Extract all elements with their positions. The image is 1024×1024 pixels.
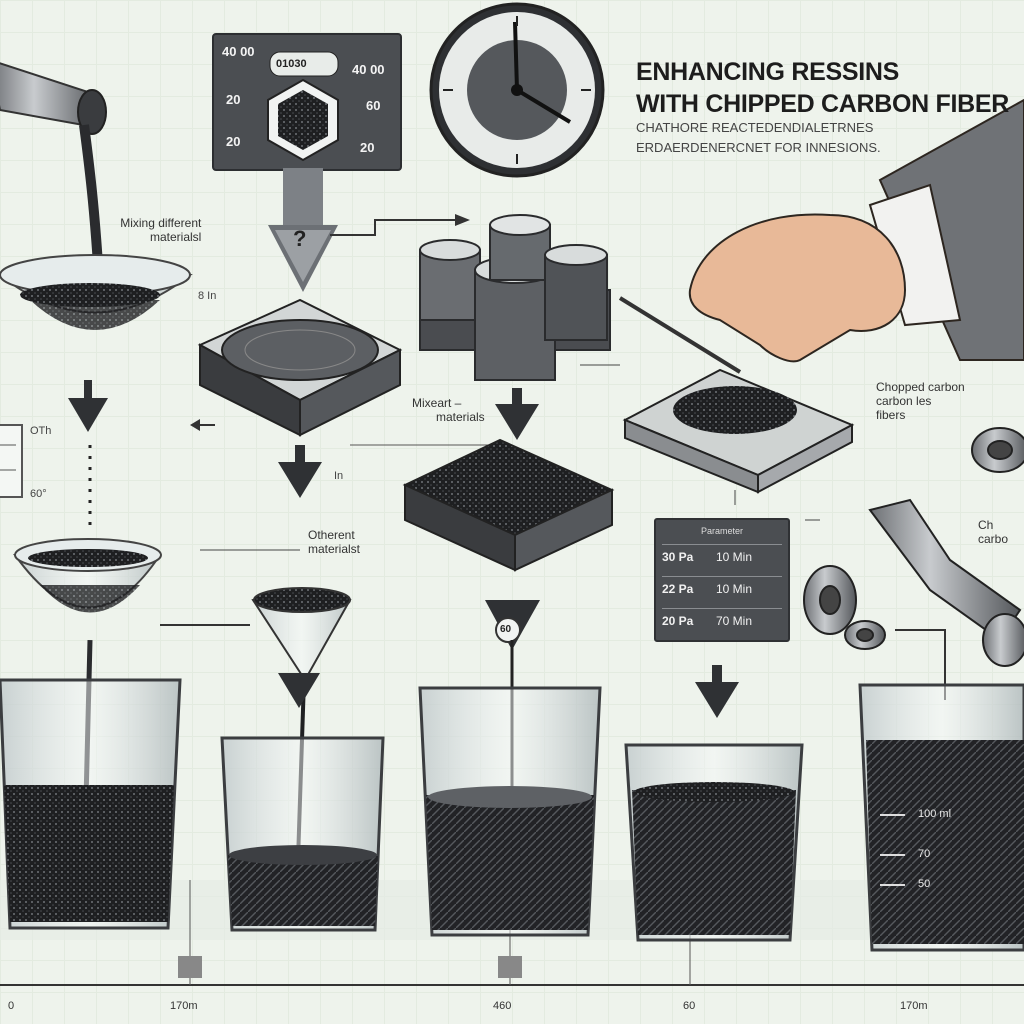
axis-tick-label: 170m bbox=[900, 1000, 928, 1012]
beaker-3 bbox=[418, 686, 602, 937]
hand-illustration bbox=[688, 98, 1024, 363]
display-top-left: 40 00 bbox=[222, 44, 255, 59]
mold-stack bbox=[419, 214, 611, 381]
beaker-mark-2: 70 bbox=[918, 848, 931, 860]
mixed-material-slab bbox=[402, 438, 615, 572]
results-table: Parameter 30 Pa 10 Min 22 Pa 10 Min 20 P… bbox=[654, 518, 790, 642]
chopped-label: Chopped carbon carbon les fibers bbox=[876, 380, 965, 422]
flow-arrow bbox=[278, 388, 739, 718]
drip-marker: 60 bbox=[500, 624, 512, 635]
bowl-label: 8 In bbox=[198, 290, 217, 302]
gauge-degree: 60° bbox=[30, 488, 47, 500]
table-row: 20 Pa 70 Min bbox=[662, 608, 782, 635]
question-mark: ? bbox=[293, 226, 307, 251]
table-row: 30 Pa 10 Min bbox=[662, 544, 782, 571]
ch-label: Ch carbo bbox=[978, 518, 1009, 546]
axis-tick-label: 170m bbox=[170, 1000, 198, 1012]
page-title: ENHANCING RESSINS WITH CHIPPED CARBON FI… bbox=[636, 58, 1010, 118]
display-bot-left: 20 bbox=[226, 134, 241, 149]
display-mid-left: 20 bbox=[226, 92, 241, 107]
beaker-mark-3: 50 bbox=[918, 878, 931, 890]
funnel-bowl bbox=[13, 538, 162, 801]
beaker-mark-1: 100 ml bbox=[918, 808, 952, 820]
table-row: 22 Pa 10 Min bbox=[662, 576, 782, 603]
mixed-label: Mixeart – materials bbox=[412, 396, 485, 424]
resin-plate bbox=[197, 298, 403, 437]
axis-tick-label: 0 bbox=[8, 1000, 15, 1012]
display-top-value: 01030 bbox=[276, 58, 307, 70]
metal-rings bbox=[803, 427, 1024, 667]
display-mid-right: 60 bbox=[366, 98, 381, 113]
beaker-5 bbox=[858, 683, 1024, 952]
page-subtitle: CHATHORE REACTEDENDIALETRNES ERDAERDENER… bbox=[636, 120, 881, 155]
display-bot-right: 20 bbox=[360, 140, 375, 155]
mixing-label: Mixing different materialsl bbox=[120, 216, 202, 244]
display-top-right: 40 00 bbox=[352, 62, 385, 77]
beaker-2 bbox=[220, 736, 385, 932]
beaker-4 bbox=[624, 743, 804, 942]
axis-tick-label: 60 bbox=[683, 1000, 696, 1012]
results-table-header: Parameter bbox=[700, 526, 744, 536]
different-label: Otherent materialst bbox=[308, 528, 361, 556]
beaker-1 bbox=[0, 678, 182, 930]
gauge-label: OTh bbox=[30, 425, 52, 437]
mixing-bowl bbox=[0, 254, 193, 330]
flow-arrow bbox=[68, 380, 108, 432]
axis-tick-label: 460 bbox=[493, 1000, 512, 1012]
timer-clock bbox=[429, 2, 605, 178]
slab-label: In bbox=[334, 470, 344, 482]
control-display bbox=[212, 33, 402, 292]
chopped-fiber-tray bbox=[618, 296, 855, 494]
side-gauge-icon bbox=[0, 424, 23, 498]
